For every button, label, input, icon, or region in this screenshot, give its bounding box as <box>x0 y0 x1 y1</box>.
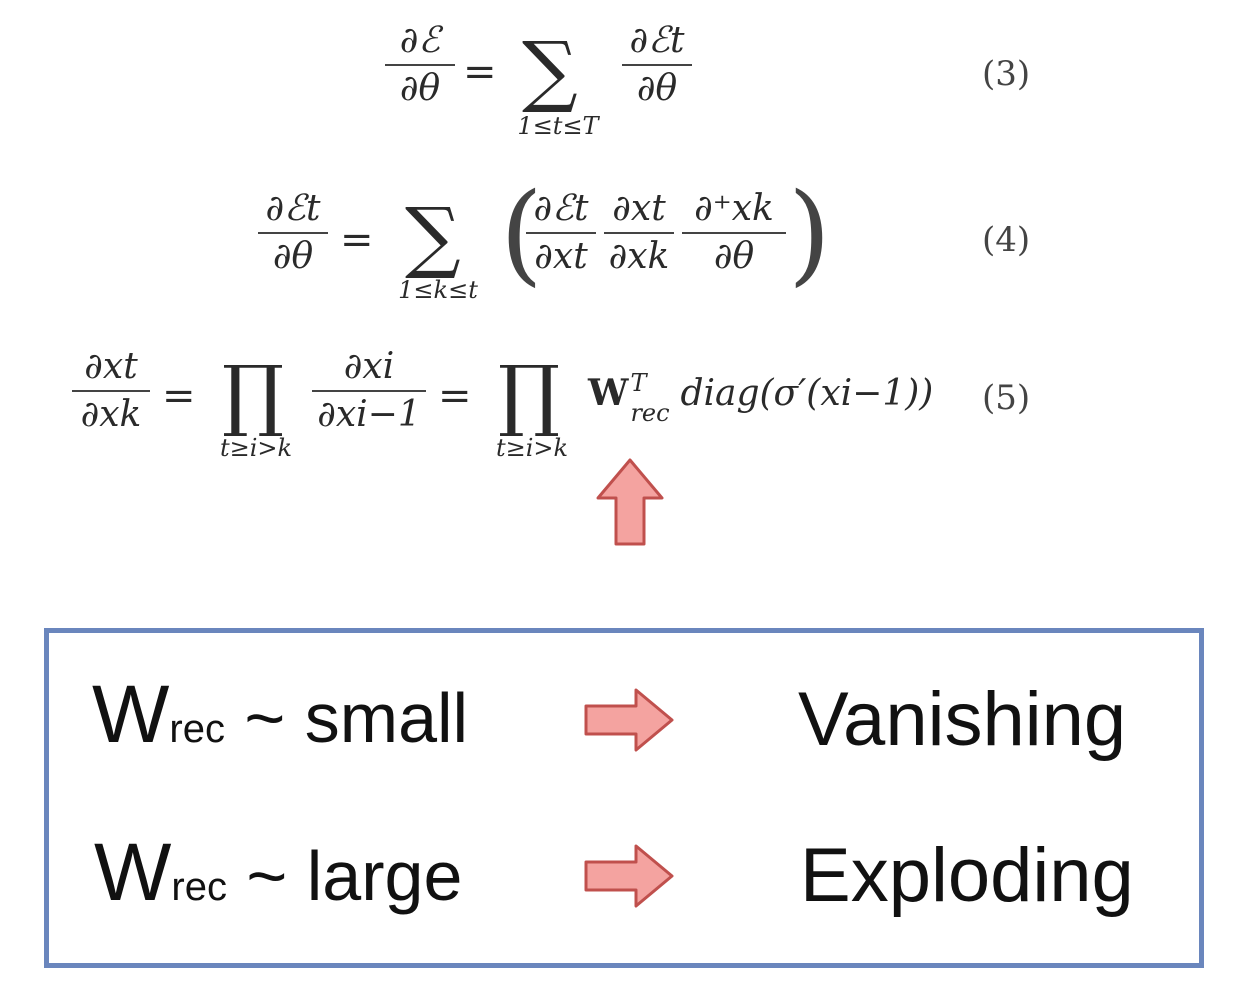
eq4-f2-numerator: ∂xt <box>612 188 666 229</box>
row-large-condition: ~ large <box>226 837 463 915</box>
eq4-number: (4) <box>982 220 1031 260</box>
eq4-lhs-numerator: ∂ℰt <box>265 188 321 229</box>
eq4-f1-denominator: ∂xt <box>534 236 588 277</box>
up-arrow-icon <box>596 458 664 546</box>
eq5-lhs-fraction: ∂xt ∂xk <box>72 346 150 436</box>
eq5-term-rest: diag(σ′(xi−1)) <box>680 373 934 414</box>
eq5-equals-2: = <box>438 373 472 419</box>
eq4-sum-limit: 1≤k≤t <box>398 276 478 304</box>
eq3-rhs-fraction: ∂ℰt ∂θ <box>622 20 692 110</box>
eq4-lhs-denominator: ∂θ <box>272 236 314 277</box>
eq4-lhs-fraction: ∂ℰt ∂θ <box>258 188 328 278</box>
eq5-term-w: W <box>588 372 629 414</box>
eq3-number: (3) <box>982 54 1031 94</box>
row-small: Wrec ~ small <box>92 668 468 762</box>
result-exploding: Exploding <box>800 833 1134 918</box>
eq3-equals: = <box>463 49 497 95</box>
eq5-lhs-denominator: ∂xk <box>80 394 142 435</box>
eq4-f1-numerator: ∂ℰt <box>533 188 589 229</box>
eq3-sum-limit: 1≤t≤T <box>517 112 599 140</box>
row-large-sub: rec <box>171 865 227 909</box>
eq4-f2-denominator: ∂xk <box>608 236 670 277</box>
eq5-mid-fraction: ∂xi ∂xi−1 <box>312 346 426 436</box>
eq4-fraction-3: ∂⁺xk ∂θ <box>682 188 786 278</box>
row-small-condition: ~ small <box>224 679 469 757</box>
right-arrow-shape-2 <box>584 844 674 908</box>
eq5-number: (5) <box>982 378 1031 418</box>
eq4-f3-numerator: ∂⁺xk <box>694 188 774 229</box>
row-large-w: W <box>94 827 172 918</box>
eq3-rhs-denominator: ∂θ <box>636 68 678 109</box>
eq5-term-sup: T <box>630 369 647 397</box>
eq3-lhs-numerator: ∂ℰ <box>399 20 441 61</box>
eq5-product-symbol-2: ∏ <box>498 350 561 440</box>
right-arrow-icon-1 <box>584 688 674 752</box>
eq5-product-limit-1: t≥i>k <box>219 434 293 462</box>
up-arrow-shape <box>596 458 664 546</box>
right-arrow-shape-1 <box>584 688 674 752</box>
eq4-equals: = <box>340 217 374 263</box>
eq3-sum-symbol: ∑ <box>522 26 578 116</box>
eq5-mid-numerator: ∂xi <box>343 346 395 387</box>
eq4-fraction-1: ∂ℰt ∂xt <box>526 188 596 278</box>
eq3-lhs-denominator: ∂θ <box>399 68 441 109</box>
right-arrow-icon-2 <box>584 844 674 908</box>
row-large: Wrec ~ large <box>94 826 462 920</box>
eq4-fraction-2: ∂xt ∂xk <box>604 188 674 278</box>
row-small-w: W <box>92 669 170 760</box>
summary-box <box>44 628 1204 968</box>
result-vanishing: Vanishing <box>798 677 1127 762</box>
eq5-product-limit-2: t≥i>k <box>495 434 569 462</box>
eq3-rhs-numerator: ∂ℰt <box>629 20 685 61</box>
eq5-lhs-numerator: ∂xt <box>84 346 138 387</box>
eq4-right-paren: ) <box>788 169 831 297</box>
eq5-term-sub: rec <box>630 399 670 427</box>
eq5-product-symbol-1: ∏ <box>222 350 285 440</box>
eq5-equals-1: = <box>162 373 196 419</box>
eq4-f3-denominator: ∂θ <box>713 236 755 277</box>
row-small-sub: rec <box>169 707 225 751</box>
eq3-lhs-fraction: ∂ℰ ∂θ <box>385 20 455 110</box>
eq5-mid-denominator: ∂xi−1 <box>317 394 421 435</box>
eq4-sum-symbol: ∑ <box>405 192 461 282</box>
